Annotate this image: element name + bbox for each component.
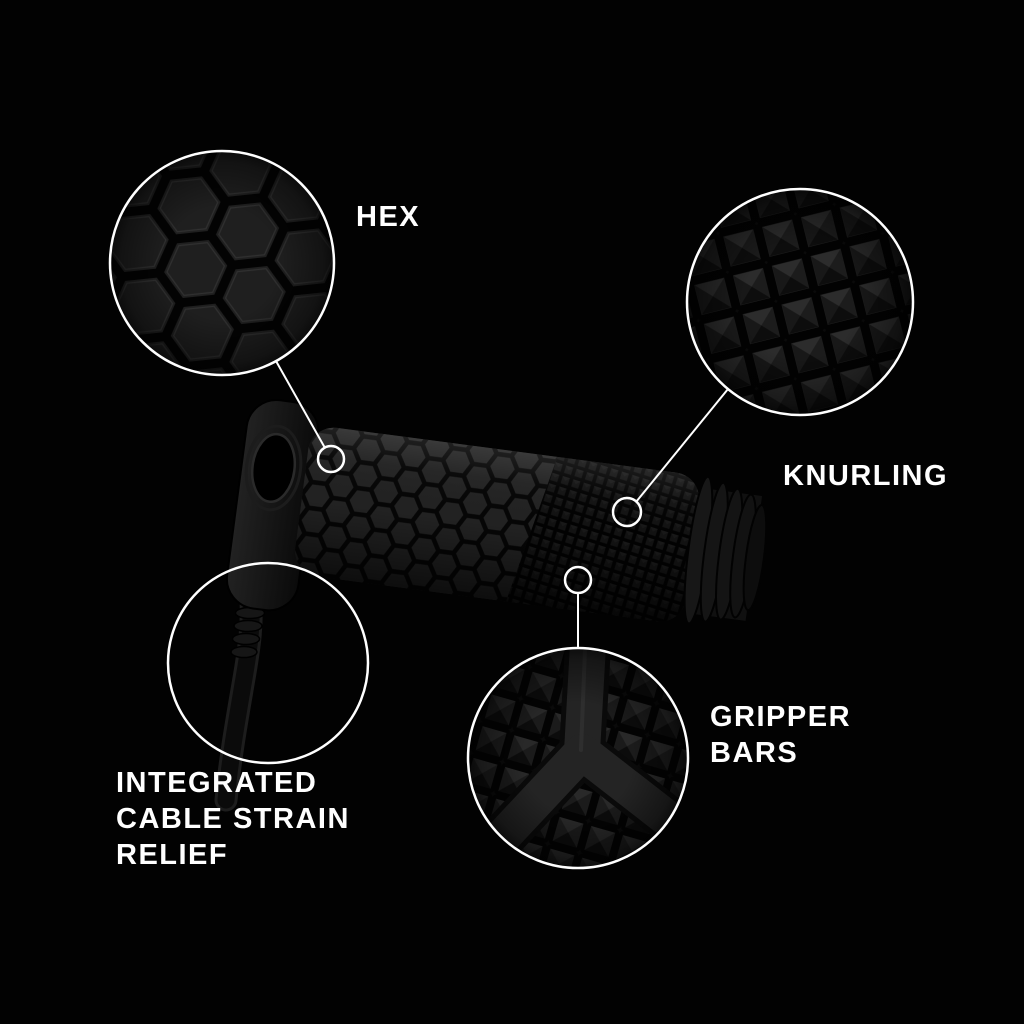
grip-end-cap [742, 503, 768, 612]
knurling-detail-callout [685, 187, 915, 417]
handlebar-bore-hole [250, 432, 297, 504]
gripper-bars-marker-circle [563, 565, 593, 595]
leader-lines [275, 360, 729, 648]
knurling-leader-line [635, 388, 729, 503]
grip-illustration [225, 399, 768, 625]
marker-circles [316, 444, 643, 595]
hex-callout-outline [108, 149, 336, 377]
power-cable [214, 573, 268, 812]
handlebar-bore-ring [244, 424, 303, 512]
cable-strain-relief-label: INTEGRATED CABLE STRAIN RELIEF [116, 767, 350, 871]
hex-marker-circle [316, 444, 346, 474]
hex-detail-callout [108, 149, 336, 377]
grip-end-ribs [683, 475, 768, 625]
hex-label: HEX [356, 201, 421, 233]
knurling-callout-outline [685, 187, 915, 417]
gripper-bars-detail-callout [466, 646, 690, 870]
knurling-label: KNURLING [783, 460, 949, 492]
gripper-bars-label: GRIPPER BARS [710, 701, 852, 769]
cable-detail-callout [166, 561, 370, 765]
knurling-marker-circle [611, 496, 643, 528]
hex-leader-line [275, 360, 326, 449]
